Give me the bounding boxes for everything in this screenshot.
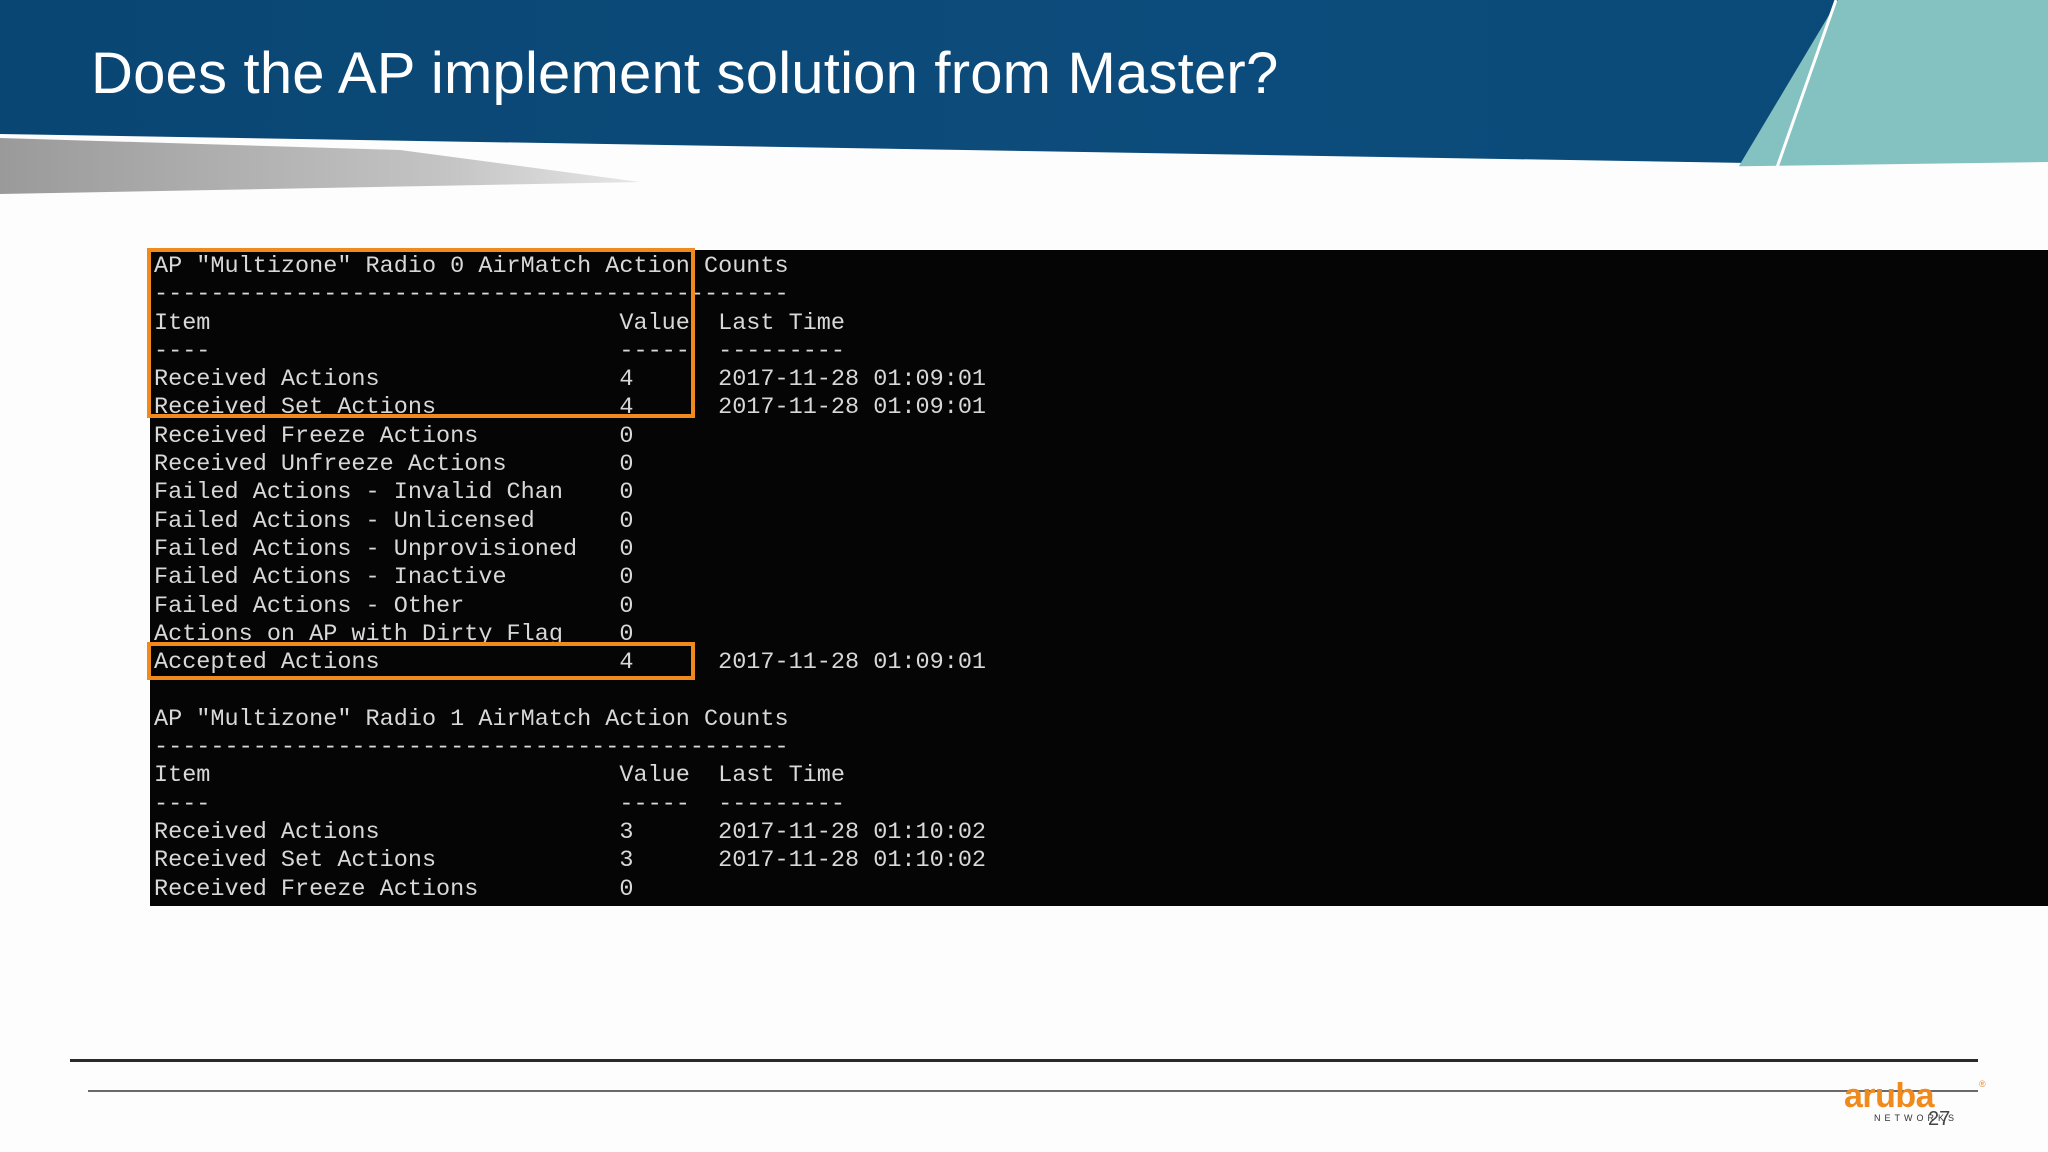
terminal-line: Received Unfreeze Actions 0 [154,451,634,479]
terminal-line: AP "Multizone" Radio 0 AirMatch Action C… [154,253,789,280]
terminal-line: ---- ----- --------- [154,337,846,365]
terminal-line [154,677,986,705]
header-accent-line [1772,0,1838,177]
aruba-networks-logo: aruba ® NETWORKS [1838,1078,1988,1128]
terminal-line: Received Set Actions 4 2017-11-28 01:09:… [154,394,987,422]
header-blue-band [0,0,2048,168]
terminal-line: ----------------------------------------… [154,734,789,762]
page-number: 27 [1928,1108,1951,1130]
header-gray-swoosh [0,138,640,194]
terminal-line: Received Set Actions 3 2017-11-28 01:10:… [154,847,987,875]
slide-title: Does the AP implement solution from Mast… [91,41,1279,106]
terminal-line: Received Freeze Actions 0 [154,875,634,903]
logo-wordmark: aruba [1844,1077,1935,1115]
terminal-line: Failed Actions - Inactive 0 [154,564,634,592]
footer-divider-top [70,1059,1978,1062]
header-teal-accent [1733,0,2048,176]
footer-divider-bottom [88,1090,1978,1092]
terminal-line: Actions on AP with Dirty Flag 0 [154,620,634,648]
terminal-line: Received Freeze Actions 0 [154,422,634,450]
terminal-line: Received Actions 4 2017-11-28 01:09:01 [154,366,987,394]
terminal-line: Failed Actions - Invalid Chan 0 [154,479,634,507]
terminal-line: AP "Multizone" Radio 1 AirMatch Action C… [154,705,789,733]
terminal-lines: AP "Multizone" Radio 0 AirMatch Action C… [154,253,986,904]
terminal-line: Failed Actions - Unprovisioned 0 [154,535,634,563]
terminal-line: Item Value Last Time [154,762,846,790]
header-banner [0,0,2048,200]
terminal-line: Failed Actions - Unlicensed 0 [154,507,634,535]
terminal-line: Item Value Last Time [154,309,846,337]
terminal-line: Failed Actions - Other 0 [154,592,634,620]
registered-mark: ® [1979,1079,1986,1089]
terminal-line: Accepted Actions 4 2017-11-28 01:09:01 [154,649,987,677]
terminal-line: Received Actions 3 2017-11-28 01:10:02 [154,818,987,846]
terminal-line: ----------------------------------------… [154,281,789,309]
terminal-output: AP "Multizone" Radio 0 AirMatch Action C… [150,250,2048,906]
terminal-line: ---- ----- --------- [154,790,846,818]
logo-subtitle: NETWORKS [1874,1113,1959,1123]
header-white-curve [0,162,2048,200]
